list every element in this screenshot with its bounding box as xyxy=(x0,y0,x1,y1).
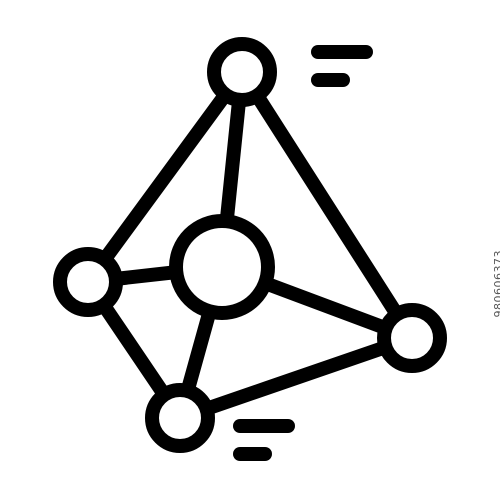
node-center xyxy=(169,214,275,320)
stock-image-id: 980606373 xyxy=(491,250,500,318)
edge-top-left xyxy=(81,65,249,289)
node-right xyxy=(377,303,447,373)
edge-bottom-right xyxy=(173,331,419,425)
edge-top-right xyxy=(235,65,419,345)
node-left xyxy=(53,247,123,317)
node-bottom xyxy=(145,383,215,453)
node-top xyxy=(207,37,277,107)
